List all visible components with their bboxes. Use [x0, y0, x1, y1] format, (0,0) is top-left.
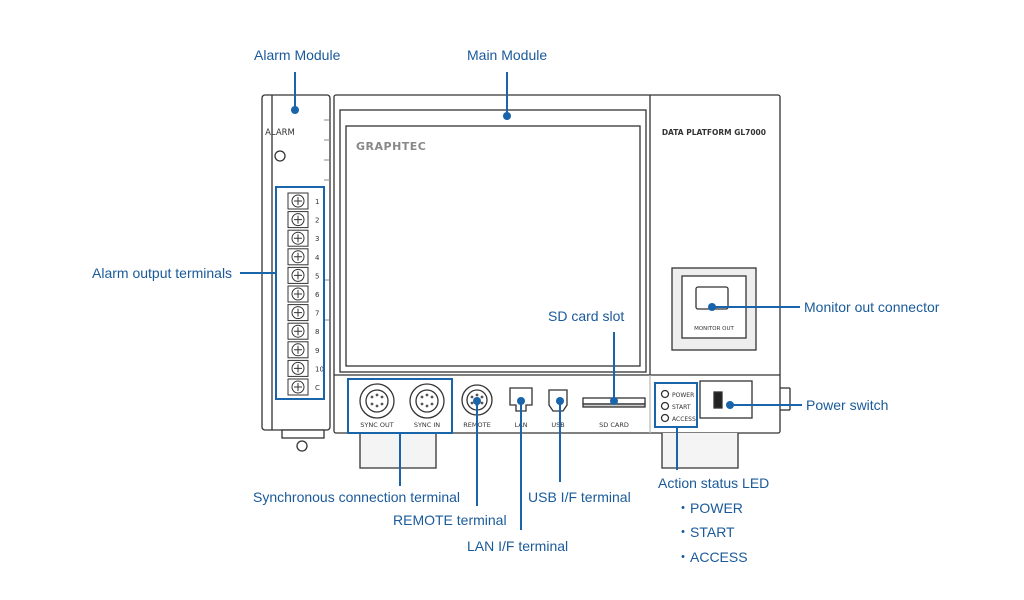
led-item-start: ・START [676, 524, 735, 540]
led-highlight [654, 382, 698, 428]
model-label: DATA PLATFORM GL7000 [662, 128, 766, 137]
sd-card-callout: SD card slot [548, 308, 625, 324]
led-access-label: ACCESS [672, 416, 696, 423]
sd-card-leader [613, 332, 615, 400]
power-switch-dot [726, 401, 734, 409]
display-screen [345, 125, 641, 367]
alarm-terminals-highlight [275, 186, 325, 400]
sync-terminal-highlight [347, 378, 453, 434]
monitor-out-label: MONITOR OUT [694, 326, 734, 332]
display-frame [339, 109, 647, 373]
terminal-screw-slot [294, 234, 302, 243]
terminal-number: C [315, 384, 320, 392]
main-module-dot [503, 112, 511, 120]
terminal-number: 3 [315, 235, 319, 243]
led-item-access: ・ACCESS [676, 549, 748, 565]
terminal-number: 10 [315, 365, 324, 373]
sd-card-label: SD CARD [599, 421, 629, 429]
usb-leader [559, 402, 561, 482]
lan-leader [520, 402, 522, 530]
sync-out-label: SYNC OUT [360, 421, 393, 429]
sync-in-connector [409, 383, 445, 419]
action-status-led-callout: Action status LED [658, 475, 770, 491]
remote-terminal-callout: REMOTE terminal [393, 512, 507, 528]
alarm-terminal-block: 1 2 3 4 5 6 7 8 9 10C [287, 192, 324, 396]
alarm-label: ALARM [265, 128, 295, 138]
terminal-number: 9 [315, 347, 319, 355]
terminal-number: 1 [315, 198, 319, 206]
main-module-body [333, 94, 781, 434]
led-access [660, 413, 670, 423]
terminal-screw-slot [294, 327, 302, 336]
usb-terminal-callout: USB I/F terminal [528, 489, 631, 505]
terminal-screw-slot [294, 308, 302, 317]
remote-dot [473, 397, 481, 405]
terminal-screw-slot [294, 364, 302, 373]
terminal-number: 7 [315, 310, 319, 318]
terminal-number: 6 [315, 291, 320, 299]
sync-terminal-callout: Synchronous connection terminal [253, 489, 461, 505]
power-switch-housing [699, 380, 753, 419]
alarm-output-callout: Alarm output terminals [92, 265, 233, 281]
power-switch-leader [730, 404, 802, 406]
monitor-out-leader [712, 306, 800, 308]
terminal-screw-slot [294, 290, 302, 298]
sync-out-connector [359, 383, 395, 419]
alarm-output-leader [240, 272, 276, 274]
main-module-leader [506, 72, 508, 114]
led-power [660, 389, 670, 399]
terminal-screw-slot [294, 345, 302, 354]
led-start [660, 401, 670, 411]
alarm-module-callout: Alarm Module [254, 47, 341, 63]
terminal-screw-slot [294, 271, 302, 280]
alarm-module-dot [291, 106, 299, 114]
brand-label: GRAPHTEC [356, 140, 426, 153]
remote-leader [476, 402, 478, 506]
lan-dot [517, 397, 525, 405]
alarm-led [274, 150, 286, 162]
terminal-screw-slot [294, 383, 302, 391]
alarm-module-leader [294, 72, 296, 108]
usb-dot [556, 397, 564, 405]
sync-leader [399, 434, 401, 486]
lan-terminal-callout: LAN I/F terminal [467, 538, 569, 554]
main-module-callout: Main Module [467, 47, 548, 63]
sd-card-dot [610, 397, 618, 405]
monitor-out-callout: Monitor out connector [804, 299, 940, 315]
power-switch-callout: Power switch [806, 397, 889, 413]
terminal-screw-slot [294, 197, 302, 205]
terminal-number: 5 [315, 272, 319, 280]
terminal-screw-slot [294, 215, 302, 224]
led-item-power: ・POWER [676, 500, 743, 516]
terminal-number: 4 [315, 254, 320, 262]
led-leader [676, 428, 678, 470]
monitor-out-dot [708, 303, 716, 311]
terminal-number: 2 [315, 217, 319, 225]
sync-in-label: SYNC IN [414, 421, 440, 429]
led-start-label: START [672, 404, 691, 411]
terminal-number: 8 [315, 328, 319, 336]
usb-label: USB [551, 421, 564, 429]
terminal-screw-slot [294, 252, 302, 261]
led-power-label: POWER [672, 392, 694, 399]
